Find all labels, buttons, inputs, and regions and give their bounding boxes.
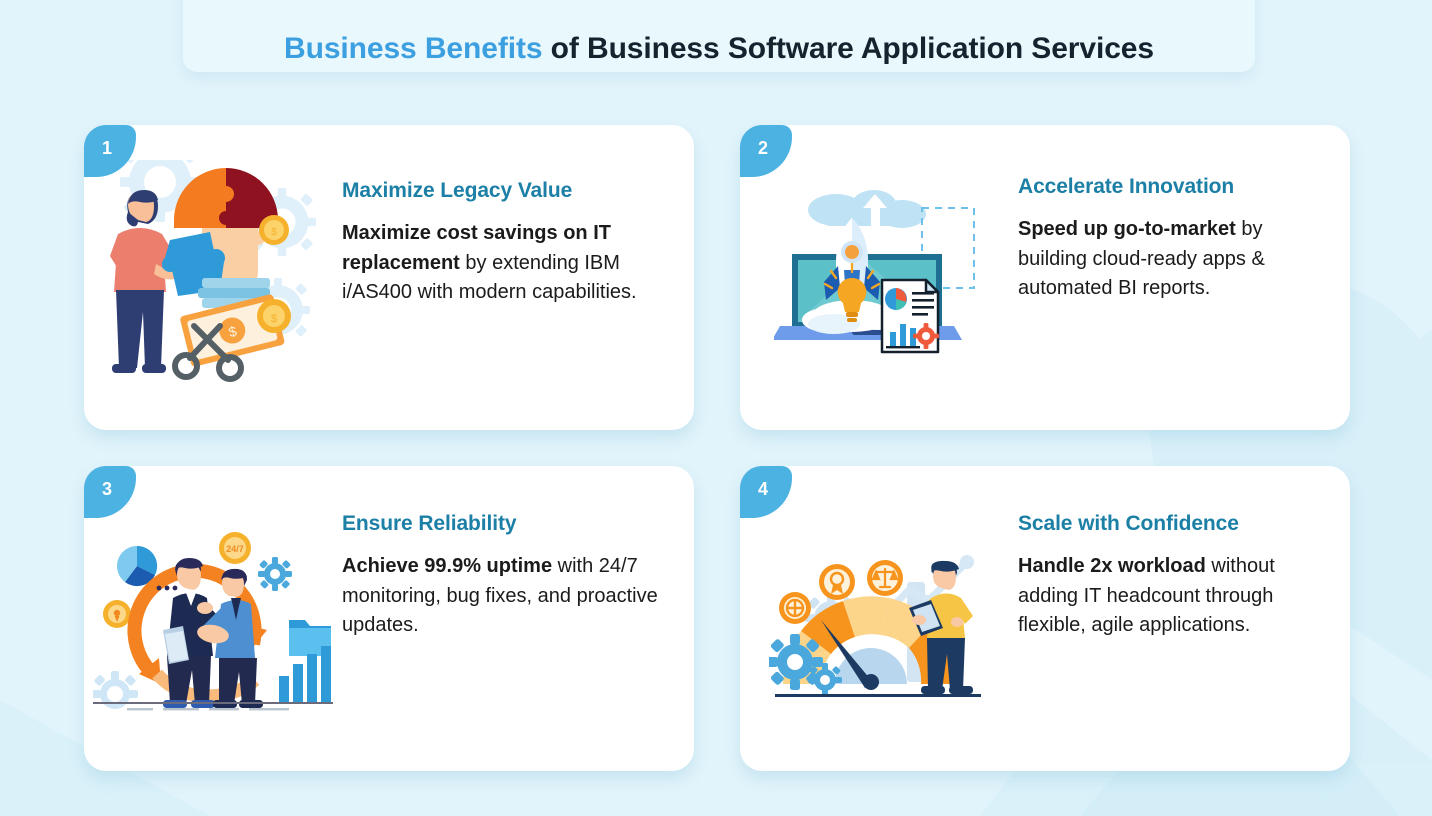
card-text-4: Scale with Confidence Handle 2x workload… [1018,466,1350,641]
card-text-3: Ensure Reliability Achieve 99.9% uptime … [342,466,694,641]
illustration-scale-with-confidence [740,466,1018,771]
card-title-3: Ensure Reliability [342,512,517,535]
card-title-2: Accelerate Innovation [1018,175,1235,198]
benefit-card-2[interactable]: 2 [740,125,1350,430]
uptime-label: 24/7 [226,544,244,554]
rocket-laptop-cloud-report-icon [774,189,975,353]
card-body-bold-2: Speed up go-to-market [1018,218,1236,241]
svg-text:$: $ [271,313,277,325]
svg-text:$: $ [271,227,277,238]
handshake-cycle-arrows-charts-icon: 24/7 [93,531,333,710]
card-title-1: Maximize Legacy Value [342,179,573,202]
benefit-card-1[interactable]: 1 [84,125,694,430]
card-body-1: Maximize cost savings on IT replacement … [342,219,668,308]
card-body-bold-3: Achieve 99.9% uptime [342,555,553,578]
benefit-card-4[interactable]: 4 [740,466,1350,771]
man-puzzle-head-money-scissors-gears-icon: $ $ $ [110,160,316,382]
page-title: Business Benefits of Business Software A… [284,34,1154,64]
header-banner: Business Benefits of Business Software A… [183,0,1255,72]
card-body-3: Achieve 99.9% uptime with 24/7 monitorin… [342,552,668,641]
illustration-maximize-legacy-value: $ $ $ [84,125,342,430]
card-body-4: Handle 2x workload without adding IT hea… [1018,552,1324,641]
card-body-2: Speed up go-to-market by building cloud-… [1018,215,1324,304]
benefit-card-3[interactable]: 3 24/7 [84,466,694,771]
gauge-speedometer-person-gears-icon [769,554,981,697]
card-text-1: Maximize Legacy Value Maximize cost savi… [342,125,694,308]
page-title-highlight: Business Benefits [284,32,543,65]
benefits-grid: 1 [84,125,1350,771]
card-title-4: Scale with Confidence [1018,512,1239,535]
page-title-rest: of Business Software Application Service… [542,32,1154,65]
card-text-2: Accelerate Innovation Speed up go-to-mar… [1018,125,1350,304]
illustration-ensure-reliability: 24/7 [84,466,342,771]
illustration-accelerate-innovation [740,125,1018,430]
card-body-bold-4: Handle 2x workload [1018,555,1206,578]
